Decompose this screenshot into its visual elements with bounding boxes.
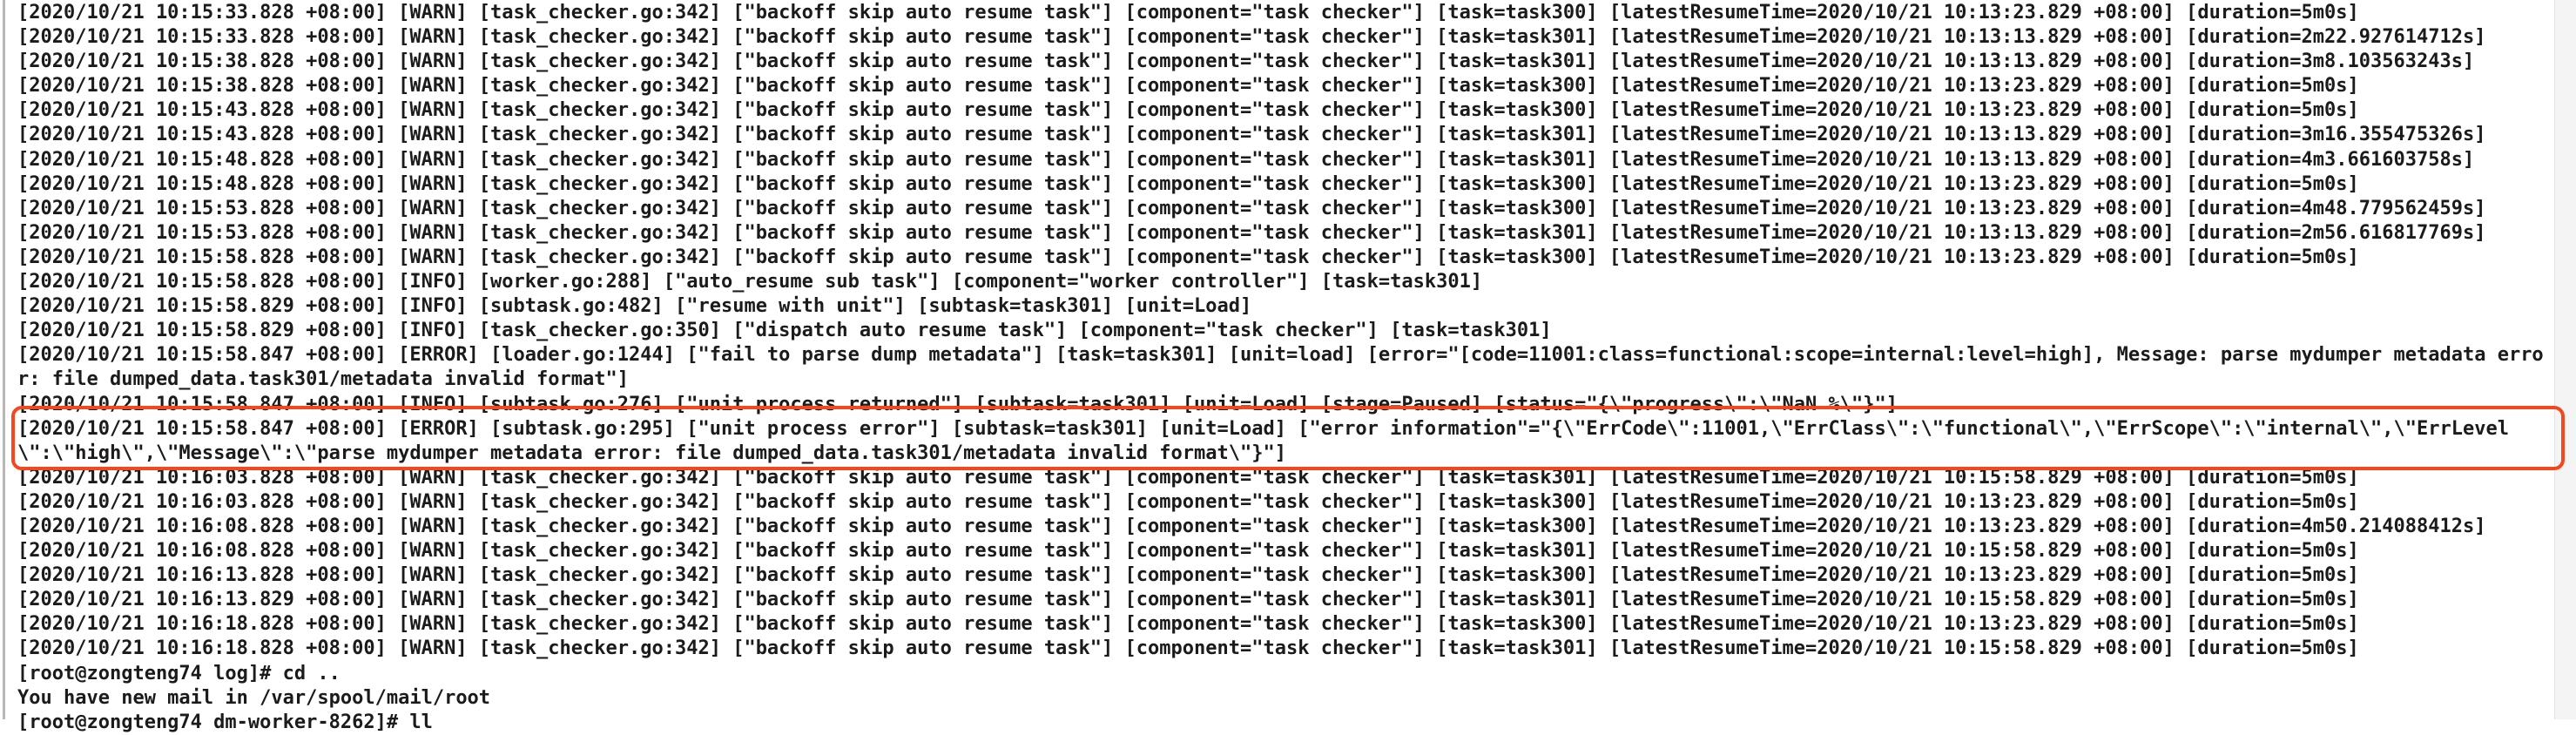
log-line-info: [2020/10/21 10:15:58.847 +08:00] [INFO] … [17,393,1898,415]
log-line: [2020/10/21 10:16:03.828 +08:00] [WARN] … [17,466,2359,489]
log-line: [2020/10/21 10:16:03.828 +08:00] [WARN] … [17,490,2359,513]
log-line: [2020/10/21 10:15:53.828 +08:00] [WARN] … [17,221,2486,244]
window-left-border [3,0,5,719]
highlighted-error-line: [2020/10/21 10:15:58.847 +08:00] [ERROR]… [17,417,2509,464]
shell-prompt-line: [root@zongteng74 log]# cd .. [17,662,341,684]
terminal-output[interactable]: [2020/10/21 10:15:33.828 +08:00] [WARN] … [17,1,2555,735]
log-line-info: [2020/10/21 10:15:58.829 +08:00] [INFO] … [17,295,1252,318]
log-line-info: [2020/10/21 10:15:58.829 +08:00] [INFO] … [17,320,1552,342]
log-line: [2020/10/21 10:15:33.828 +08:00] [WARN] … [17,26,2486,49]
log-line: [2020/10/21 10:15:43.828 +08:00] [WARN] … [17,124,2486,146]
log-line: [2020/10/21 10:16:08.828 +08:00] [WARN] … [17,540,2359,563]
scrollbar-track[interactable] [2554,0,2576,719]
log-line: [2020/10/21 10:16:13.829 +08:00] [WARN] … [17,589,2359,611]
log-line: [2020/10/21 10:16:08.828 +08:00] [WARN] … [17,515,2486,537]
log-line: [2020/10/21 10:16:18.828 +08:00] [WARN] … [17,613,2359,636]
log-line-error: [2020/10/21 10:15:58.847 +08:00] [ERROR]… [17,344,2544,391]
log-line: [2020/10/21 10:15:48.828 +08:00] [WARN] … [17,172,2359,195]
log-line: [2020/10/21 10:15:33.828 +08:00] [WARN] … [17,2,2359,24]
log-line: [2020/10/21 10:15:48.828 +08:00] [WARN] … [17,148,2475,171]
log-line: [2020/10/21 10:15:58.828 +08:00] [WARN] … [17,246,2359,268]
shell-prompt-line: [root@zongteng74 dm-worker-8262]# ll [17,711,433,733]
log-line-info: [2020/10/21 10:15:58.828 +08:00] [INFO] … [17,271,1483,293]
log-line: [2020/10/21 10:15:43.828 +08:00] [WARN] … [17,99,2359,122]
log-line: [2020/10/21 10:16:13.828 +08:00] [WARN] … [17,564,2359,587]
mail-notice: You have new mail in /var/spool/mail/roo… [17,686,491,709]
log-line: [2020/10/21 10:16:18.828 +08:00] [WARN] … [17,637,2359,660]
log-line: [2020/10/21 10:15:38.828 +08:00] [WARN] … [17,51,2475,73]
log-line: [2020/10/21 10:15:38.828 +08:00] [WARN] … [17,75,2359,98]
log-line: [2020/10/21 10:15:53.828 +08:00] [WARN] … [17,197,2486,219]
